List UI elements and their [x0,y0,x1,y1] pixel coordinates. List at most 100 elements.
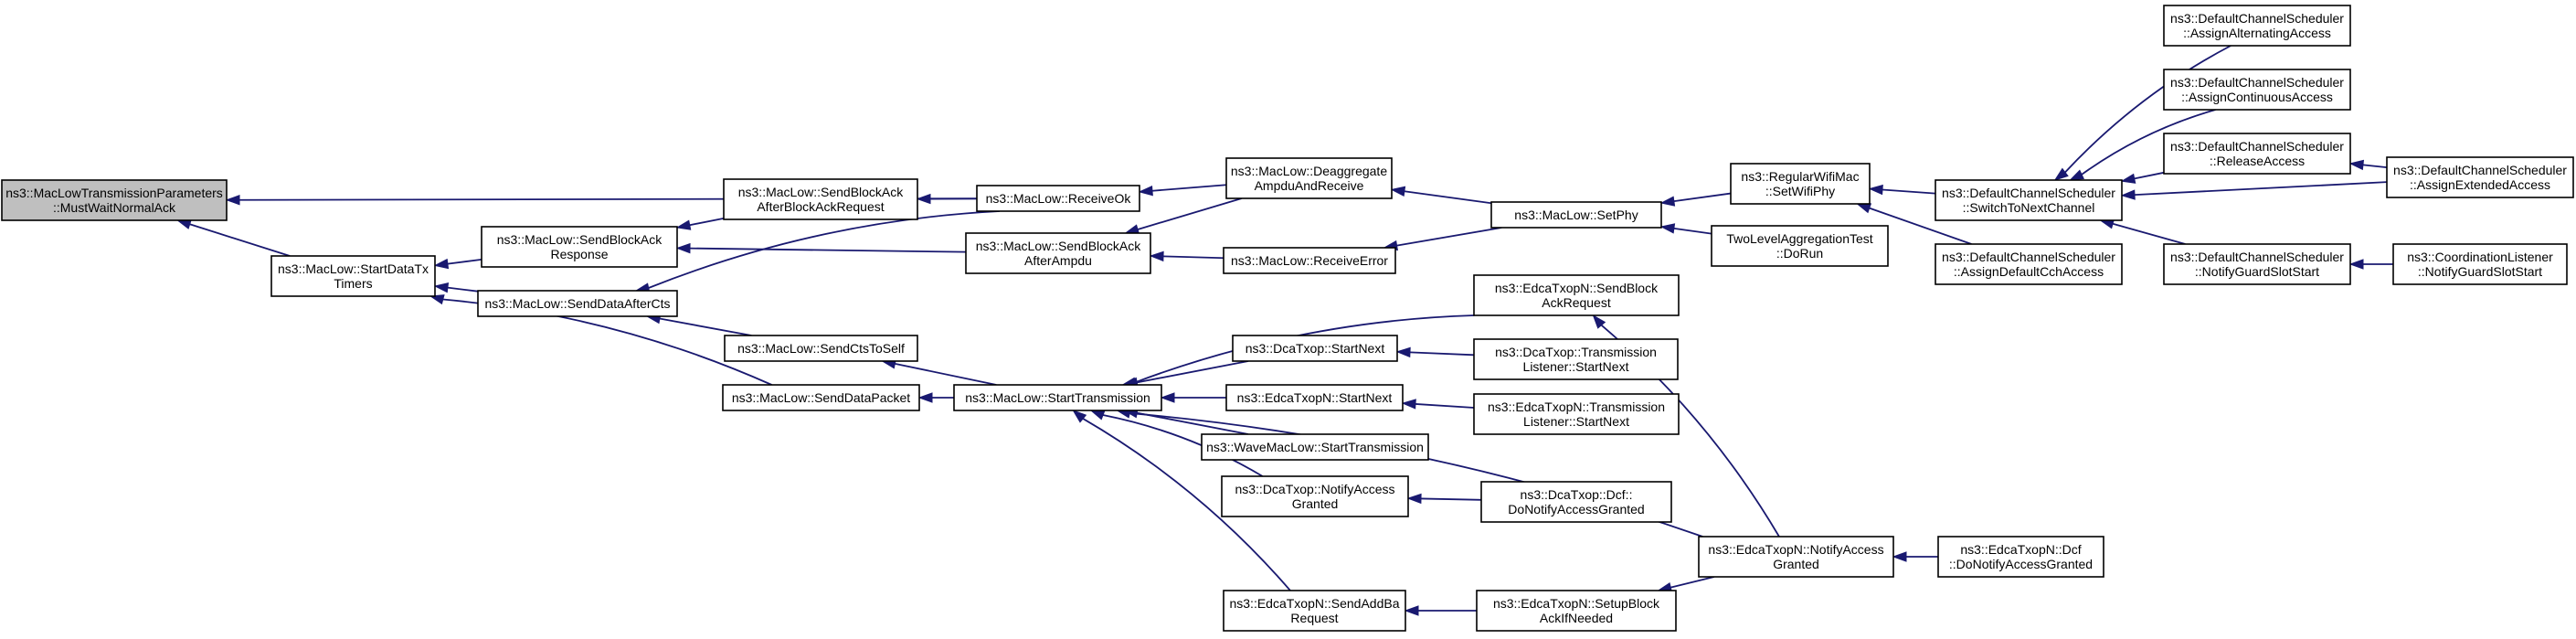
node-box [1730,163,1871,205]
function-node[interactable]: ns3::DcaTxop::TransmissionListener::Star… [1473,338,1679,380]
node-label: ns3::MacLow::StartTransmission [965,390,1150,405]
function-node[interactable]: ns3::DefaultChannelScheduler::NotifyGuar… [2163,243,2351,285]
function-node[interactable]: ns3::DefaultChannelScheduler::ReleaseAcc… [2163,133,2351,175]
function-node[interactable]: ns3::MacLow::SendBlockAckAfterBlockAckRe… [723,178,918,220]
function-node[interactable]: ns3::MacLow::ReceiveOk [976,185,1140,212]
edge-line [2081,109,2216,176]
edge-line [2064,45,2231,174]
arrowhead [1390,186,1406,197]
arrowhead [675,242,691,254]
edge-line [1396,227,1502,247]
node-label: ::MustWaitNormalAck [53,200,176,215]
node-box [1480,481,1672,523]
edge-line [189,223,291,257]
function-node[interactable]: ns3::CoordinationListener::NotifyGuardSl… [2392,243,2568,285]
function-node[interactable]: ns3::MacLow::SendDataAfterCts [477,290,678,317]
node-label: ns3::DefaultChannelScheduler [1942,250,2115,264]
node-label: ns3::DcaTxop::StartNext [1246,341,1385,356]
arrowhead [1868,184,1883,196]
arrowhead [1149,250,1164,262]
call-edge [2053,45,2231,181]
node-label: ns3::DefaultChannelScheduler [1942,186,2115,200]
node-box [2163,243,2351,285]
node-box [1490,201,1662,229]
edge-line [1137,360,1249,384]
arrowhead [2053,167,2069,181]
arrowhead [225,195,240,206]
node-label: ::AssignDefaultCchAccess [1954,264,2104,279]
function-node[interactable]: ns3::DefaultChannelScheduler::AssignCont… [2163,69,2351,111]
node-label: ::DoNotifyAccessGranted [1949,557,2093,571]
node-label: ns3::MacLow::SendBlockAck [738,185,905,199]
edge-line [447,258,482,265]
call-edge [433,282,479,293]
function-node[interactable]: ns3::DefaultChannelScheduler::SwitchToNe… [1935,179,2123,221]
function-node[interactable]: ns3::EdcaTxopN::TransmissionListener::St… [1473,393,1680,435]
arrowhead [1395,346,1411,358]
call-edge [1089,410,1264,477]
node-box [724,335,918,362]
edge-line [1162,255,1224,260]
call-edge [1138,184,1227,197]
node-box [2163,69,2351,111]
function-node[interactable]: ns3::MacLow::SendDataPacket [722,384,920,411]
node-label: ns3::EdcaTxopN::NotifyAccess [1708,542,1883,557]
function-node[interactable]: ns3::DcaTxop::Dcf::DoNotifyAccessGranted [1480,481,1672,523]
call-edge [2348,259,2393,270]
function-node[interactable]: ns3::MacLow::StartTransmission [953,384,1162,411]
node-label: ::AssignContinuousAccess [2181,90,2333,104]
node-label: ns3::MacLow::ReceiveError [1231,253,1388,268]
node-label: ns3::MacLow::SendDataPacket [732,390,910,405]
function-node[interactable]: ns3::WaveMacLow::StartTransmission [1201,433,1429,461]
call-edge [675,242,967,254]
arrowhead [429,294,445,305]
node-label: ::DoRun [1776,246,1823,261]
node-box [1232,335,1398,362]
edge-line [1673,227,1712,235]
node-label: ns3::DefaultChannelScheduler [2170,250,2344,264]
edge-line [689,217,725,227]
node-label: Granted [1773,557,1819,571]
node-label: Request [1290,611,1338,625]
edge-layer [175,45,2393,616]
node-layer: ns3::MacLowTransmissionParameters::MustW… [1,5,2574,632]
function-node[interactable]: ns3::EdcaTxopN::NotifyAccessGranted [1698,536,1894,578]
call-edge [916,193,978,205]
function-node[interactable]: ns3::MacLow::SetPhy [1490,201,1662,229]
arrowhead [917,392,933,403]
arrowhead [433,282,450,293]
node-box [1473,274,1680,316]
function-node[interactable]: ns3::EdcaTxopN::StartNext [1225,384,1404,411]
function-node[interactable]: ns3::DefaultChannelScheduler::AssignExte… [2386,156,2574,198]
root-function-node[interactable]: ns3::MacLowTransmissionParameters::MustW… [1,179,228,221]
arrowhead [175,218,192,229]
function-node[interactable]: ns3::DcaTxop::NotifyAccessGranted [1221,475,1409,517]
edge-line [2112,222,2186,245]
call-edge [433,258,482,270]
function-node[interactable]: ns3::MacLow::SendCtsToSelf [724,335,918,362]
node-box [481,226,678,268]
function-node[interactable]: ns3::DefaultChannelScheduler::AssignAlte… [2163,5,2351,47]
function-node[interactable]: TwoLevelAggregationTest::DoRun [1711,225,1889,267]
node-label: Listener::StartNext [1523,414,1629,429]
function-node[interactable]: ns3::RegularWifiMac::SetWifiPhy [1730,163,1871,205]
function-node[interactable]: ns3::EdcaTxopN::Dcf::DoNotifyAccessGrant… [1937,536,2104,578]
arrowhead [2120,173,2136,184]
edge-line [648,210,1001,289]
edge-line [2134,181,2388,197]
node-label: ns3::DefaultChannelScheduler [2170,75,2344,90]
arrowhead [1592,314,1606,329]
function-node[interactable]: ns3::DcaTxop::StartNext [1232,335,1398,362]
function-node[interactable]: ns3::DefaultChannelScheduler::AssignDefa… [1935,243,2123,285]
function-node[interactable]: ns3::MacLow::ReceiveError [1223,247,1396,274]
arrowhead [1401,399,1416,410]
call-edge [1659,192,1732,207]
node-label: ns3::DefaultChannelScheduler [2393,163,2567,177]
